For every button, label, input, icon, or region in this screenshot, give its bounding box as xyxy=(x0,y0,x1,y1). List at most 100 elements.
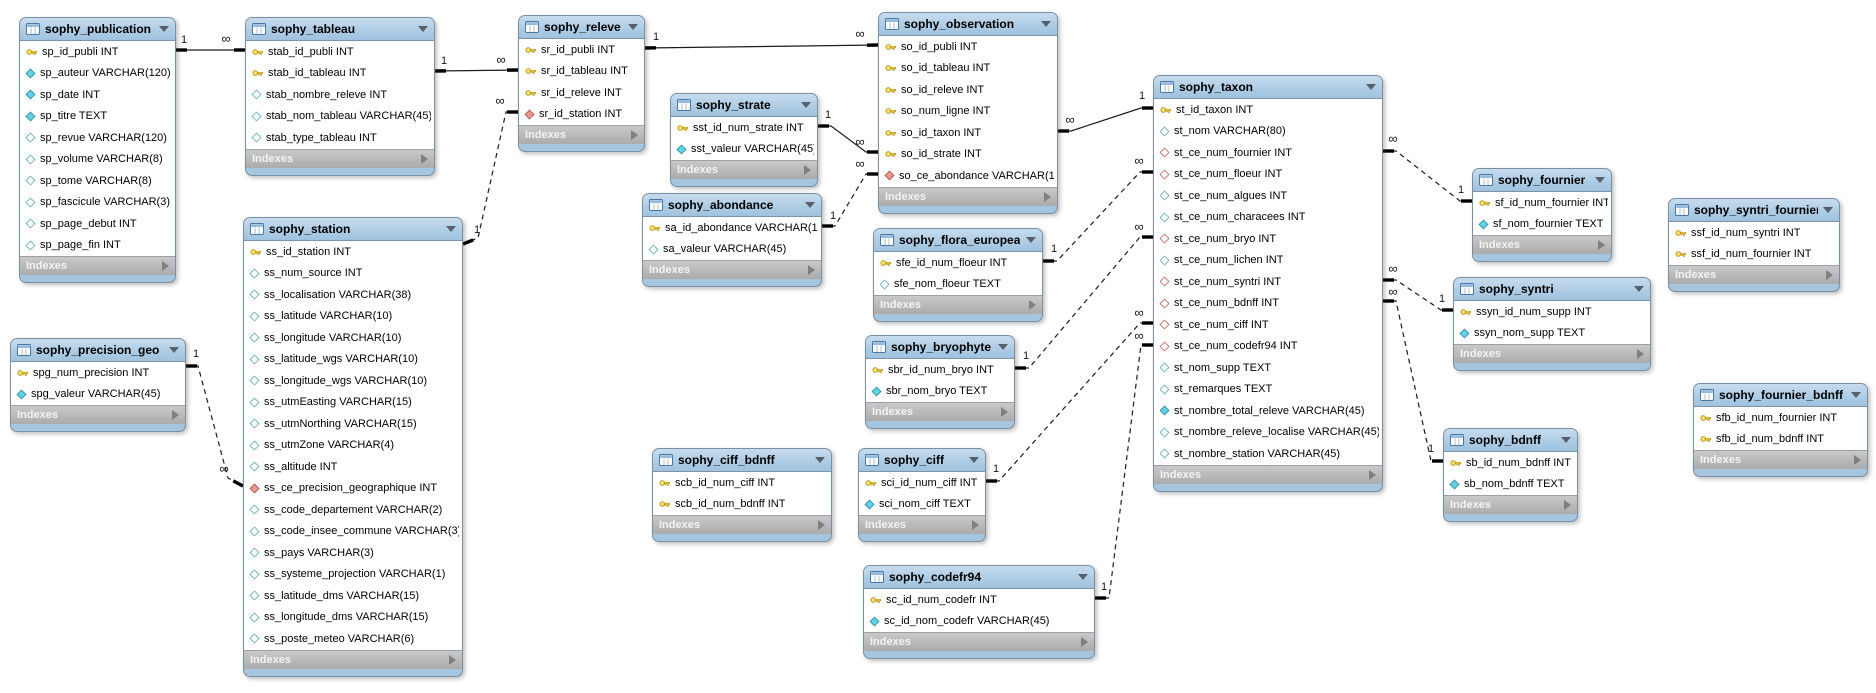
collapse-toggle-icon[interactable] xyxy=(1595,177,1605,183)
column-row[interactable]: so_id_publi INT xyxy=(879,36,1057,58)
expand-indexes-icon[interactable] xyxy=(972,520,979,530)
column-row[interactable]: st_ce_num_lichen INT xyxy=(1154,250,1382,272)
relationship-tableau-releve[interactable]: 1∞ xyxy=(434,52,519,73)
table-header-sophy_station[interactable]: sophy_station xyxy=(244,218,462,241)
expand-indexes-icon[interactable] xyxy=(808,265,815,275)
column-row[interactable]: ss_ce_precision_geographique INT xyxy=(244,478,462,500)
indexes-bar[interactable]: Indexes xyxy=(1694,450,1867,469)
column-row[interactable]: ss_longitude_wgs VARCHAR(10) xyxy=(244,370,462,392)
relationship-codefr94-taxon[interactable]: 1∞ xyxy=(1095,328,1153,600)
column-row[interactable]: ssf_id_num_syntri INT xyxy=(1669,222,1839,244)
collapse-toggle-icon[interactable] xyxy=(1851,392,1861,398)
column-row[interactable]: spg_valeur VARCHAR(45) xyxy=(11,384,185,406)
relationship-taxon-fournier[interactable]: ∞1 xyxy=(1383,131,1472,203)
indexes-bar[interactable]: Indexes xyxy=(653,515,831,534)
column-row[interactable]: ss_latitude VARCHAR(10) xyxy=(244,306,462,328)
collapse-toggle-icon[interactable] xyxy=(628,24,638,30)
column-row[interactable]: sp_fascicule VARCHAR(3) xyxy=(20,192,175,214)
column-row[interactable]: ss_poste_meteo VARCHAR(6) xyxy=(244,628,462,650)
column-row[interactable]: so_id_releve INT xyxy=(879,79,1057,101)
collapse-toggle-icon[interactable] xyxy=(1634,286,1644,292)
table-header-sophy_flora_europea[interactable]: sophy_flora_europea xyxy=(874,229,1042,252)
table-header-sophy_tableau[interactable]: sophy_tableau xyxy=(246,18,434,41)
column-row[interactable]: sp_date INT xyxy=(20,84,175,106)
table-header-sophy_releve[interactable]: sophy_releve xyxy=(519,16,644,39)
column-row[interactable]: st_ce_num_floeur INT xyxy=(1154,164,1382,186)
column-row[interactable]: ssyn_nom_supp TEXT xyxy=(1454,323,1650,345)
column-row[interactable]: sp_auteur VARCHAR(120) xyxy=(20,63,175,85)
column-row[interactable]: sfe_id_num_floeur INT xyxy=(874,252,1042,274)
column-row[interactable]: st_ce_num_algues INT xyxy=(1154,185,1382,207)
indexes-bar[interactable]: Indexes xyxy=(1444,495,1577,514)
expand-indexes-icon[interactable] xyxy=(1369,469,1376,480)
column-row[interactable]: stab_type_tableau INT xyxy=(246,127,434,149)
expand-indexes-icon[interactable] xyxy=(1637,349,1644,359)
column-row[interactable]: sr_id_tableau INT xyxy=(519,61,644,83)
relationship-line[interactable] xyxy=(1043,171,1153,262)
relationship-strate-observation[interactable]: 1∞ xyxy=(818,109,878,154)
collapse-toggle-icon[interactable] xyxy=(169,347,179,353)
column-row[interactable]: spg_num_precision INT xyxy=(11,362,185,384)
column-row[interactable]: ss_longitude_dms VARCHAR(15) xyxy=(244,607,462,629)
relationship-line[interactable] xyxy=(186,365,244,487)
collapse-toggle-icon[interactable] xyxy=(1366,84,1376,90)
table-header-sophy_observation[interactable]: sophy_observation xyxy=(879,13,1057,36)
relationship-floraeuropea-taxon[interactable]: 1∞ xyxy=(1043,153,1153,263)
column-row[interactable]: sp_id_publi INT xyxy=(20,41,175,63)
expand-indexes-icon[interactable] xyxy=(631,130,638,140)
column-row[interactable]: ss_code_insee_commune VARCHAR(3) xyxy=(244,521,462,543)
table-header-sophy_fournier_bdnff[interactable]: sophy_fournier_bdnff xyxy=(1694,384,1867,407)
column-row[interactable]: stab_id_tableau INT xyxy=(246,63,434,85)
column-row[interactable]: stab_nom_tableau VARCHAR(45) xyxy=(246,106,434,128)
column-row[interactable]: st_ce_num_codefr94 INT xyxy=(1154,336,1382,358)
table-header-sophy_codefr94[interactable]: sophy_codefr94 xyxy=(864,566,1094,589)
relationship-taxon-syntri[interactable]: ∞1 xyxy=(1383,261,1453,312)
indexes-bar[interactable]: Indexes xyxy=(244,649,462,669)
table-header-sophy_precision_geo[interactable]: sophy_precision_geo xyxy=(11,339,185,362)
relationship-line[interactable] xyxy=(1383,300,1443,462)
collapse-toggle-icon[interactable] xyxy=(801,102,811,108)
expand-indexes-icon[interactable] xyxy=(1564,500,1571,510)
collapse-toggle-icon[interactable] xyxy=(1561,437,1571,443)
column-row[interactable]: sfb_id_num_fournier INT xyxy=(1694,407,1867,429)
column-row[interactable]: sfb_id_num_bdnff INT xyxy=(1694,429,1867,451)
indexes-bar[interactable]: Indexes xyxy=(519,125,644,144)
expand-indexes-icon[interactable] xyxy=(1044,191,1051,202)
column-row[interactable]: st_ce_num_fournier INT xyxy=(1154,142,1382,164)
column-row[interactable]: ss_altitude INT xyxy=(244,456,462,478)
column-row[interactable]: st_id_taxon INT xyxy=(1154,99,1382,121)
relationship-publication-tableau[interactable]: 1∞ xyxy=(176,31,245,52)
column-row[interactable]: st_ce_num_characees INT xyxy=(1154,207,1382,229)
column-row[interactable]: so_ce_abondance VARCHAR(1) xyxy=(879,165,1057,187)
table-header-sophy_ciff[interactable]: sophy_ciff xyxy=(859,449,985,472)
collapse-toggle-icon[interactable] xyxy=(446,226,456,232)
column-row[interactable]: sp_page_fin INT xyxy=(20,235,175,257)
collapse-toggle-icon[interactable] xyxy=(418,26,428,32)
indexes-bar[interactable]: Indexes xyxy=(864,632,1094,651)
table-header-sophy_abondance[interactable]: sophy_abondance xyxy=(643,194,821,217)
column-row[interactable]: sp_tome VARCHAR(8) xyxy=(20,170,175,192)
column-row[interactable]: st_nom VARCHAR(80) xyxy=(1154,121,1382,143)
column-row[interactable]: sst_id_num_strate INT xyxy=(671,117,817,139)
collapse-toggle-icon[interactable] xyxy=(815,457,825,463)
column-row[interactable]: ss_latitude_dms VARCHAR(15) xyxy=(244,585,462,607)
expand-indexes-icon[interactable] xyxy=(1854,455,1861,465)
table-header-sophy_bdnff[interactable]: sophy_bdnff xyxy=(1444,429,1577,452)
table-header-sophy_taxon[interactable]: sophy_taxon xyxy=(1154,76,1382,99)
column-row[interactable]: sf_nom_fournier TEXT xyxy=(1473,214,1611,236)
column-row[interactable]: so_id_strate INT xyxy=(879,144,1057,166)
column-row[interactable]: st_ce_num_ciff INT xyxy=(1154,314,1382,336)
